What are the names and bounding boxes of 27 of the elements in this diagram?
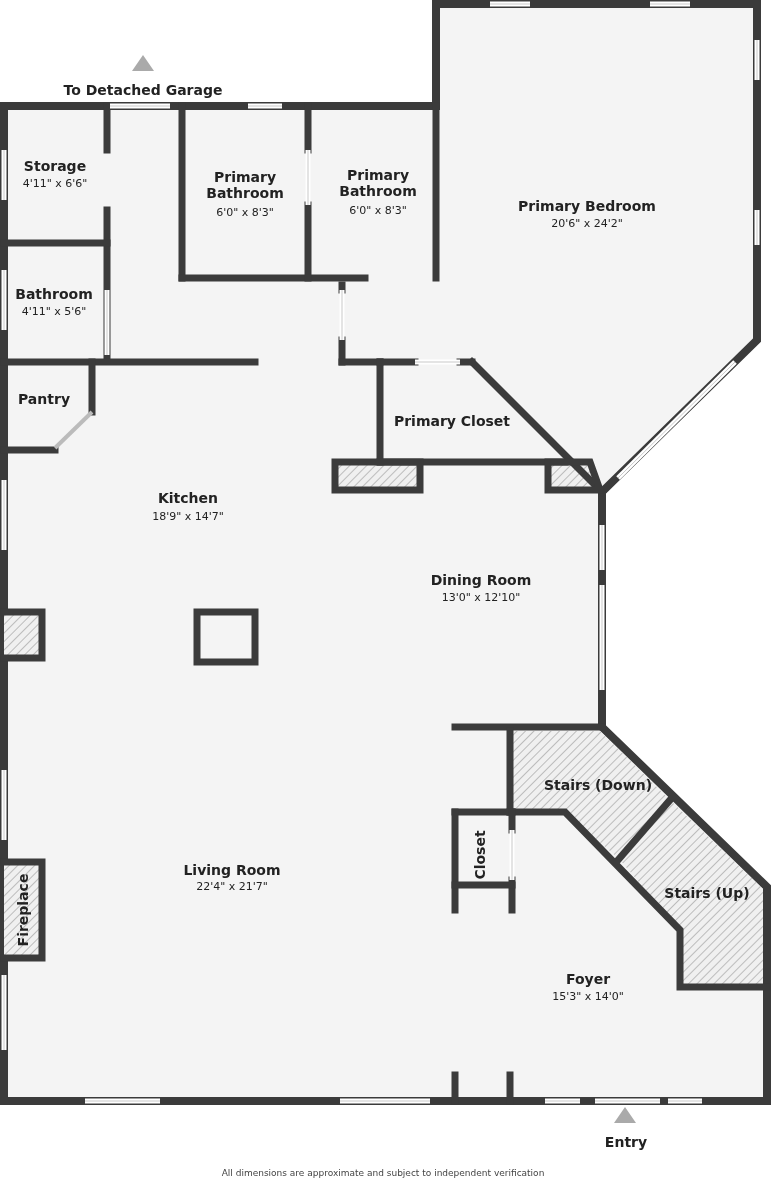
room-label: Dining Room <box>430 571 532 589</box>
room-label: Bathroom <box>15 285 93 303</box>
disclaimer-note: All dimensions are approximate and subject to independent verification <box>221 1167 545 1178</box>
room-dimensions: 4'11" x 6'6" <box>22 177 88 191</box>
room-label: Fireplace <box>14 873 32 947</box>
direction-label: To Detached Garage <box>63 81 223 99</box>
room-label: Storage <box>23 157 87 175</box>
room-dimensions: 20'6" x 24'2" <box>551 217 623 231</box>
room-dimensions: 4'11" x 5'6" <box>21 305 87 319</box>
room-label: Primary Bathroom <box>338 166 418 200</box>
room-label: Kitchen <box>157 489 219 507</box>
room-label: Stairs (Up) <box>664 884 750 902</box>
room-label: Foyer <box>565 970 611 988</box>
room-label: Living Room <box>183 861 281 879</box>
room-dimensions: 22'4" x 21'7" <box>196 880 268 894</box>
room-dimensions: 15'3" x 14'0" <box>552 990 624 1004</box>
room-label: Pantry <box>18 390 70 408</box>
room-label: Stairs (Down) <box>543 776 653 794</box>
room-label: Primary Bedroom <box>518 197 656 215</box>
room-dimensions: 13'0" x 12'10" <box>441 591 521 605</box>
room-dimensions: 6'0" x 8'3" <box>216 206 274 220</box>
direction-label: Entry <box>604 1133 648 1151</box>
room-label: Closet <box>471 830 489 880</box>
room-dimensions: 18'9" x 14'7" <box>152 510 224 524</box>
room-dimensions: 6'0" x 8'3" <box>349 204 407 218</box>
room-label: Primary Bathroom <box>205 168 285 202</box>
room-label: Primary Closet <box>393 412 511 430</box>
